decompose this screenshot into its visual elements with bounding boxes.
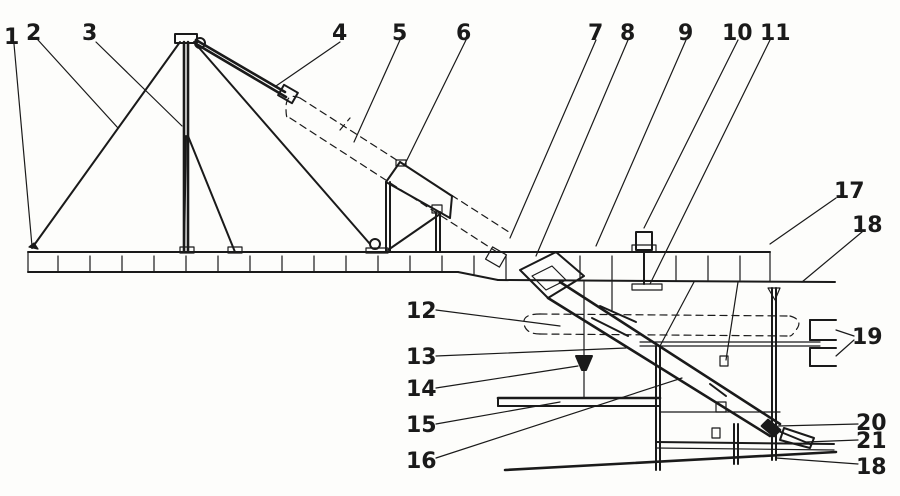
torpedo-outline (285, 95, 513, 255)
callout-labels: 1 2 3 4 5 6 7 8 9 10 11 12 13 14 15 16 1… (4, 21, 887, 480)
bracket-19 (809, 319, 837, 367)
torpedo-lifting-boom (194, 37, 513, 268)
label-18-bottom: 18 (856, 455, 887, 480)
leader-lines (13, 39, 863, 465)
label-12: 12 (406, 299, 437, 324)
lower-structure (496, 287, 838, 472)
label-3: 3 (82, 21, 97, 46)
label-19: 19 (852, 325, 883, 350)
label-1: 1 (4, 25, 19, 50)
label-20: 20 (856, 411, 887, 436)
label-16: 16 (406, 449, 437, 474)
label-17: 17 (834, 179, 865, 204)
label-10: 10 (722, 21, 753, 46)
label-6: 6 (456, 21, 471, 46)
label-8: 8 (620, 21, 635, 46)
deck-frames (57, 255, 741, 281)
label-14: 14 (406, 377, 437, 402)
deck-winch (631, 231, 663, 291)
label-15: 15 (406, 413, 437, 438)
label-18-top: 18 (852, 213, 883, 238)
derrick-mast (28, 33, 371, 254)
label-11: 11 (760, 21, 791, 46)
upper-deck (27, 251, 836, 283)
launch-cradle (365, 159, 453, 254)
hoists (575, 281, 739, 413)
label-13: 13 (406, 345, 437, 370)
label-9: 9 (678, 21, 693, 46)
label-2: 2 (26, 21, 41, 46)
label-7: 7 (588, 21, 603, 46)
label-5: 5 (392, 21, 407, 46)
label-4: 4 (332, 21, 347, 46)
stored-torpedo (523, 313, 800, 337)
label-21: 21 (856, 429, 887, 454)
